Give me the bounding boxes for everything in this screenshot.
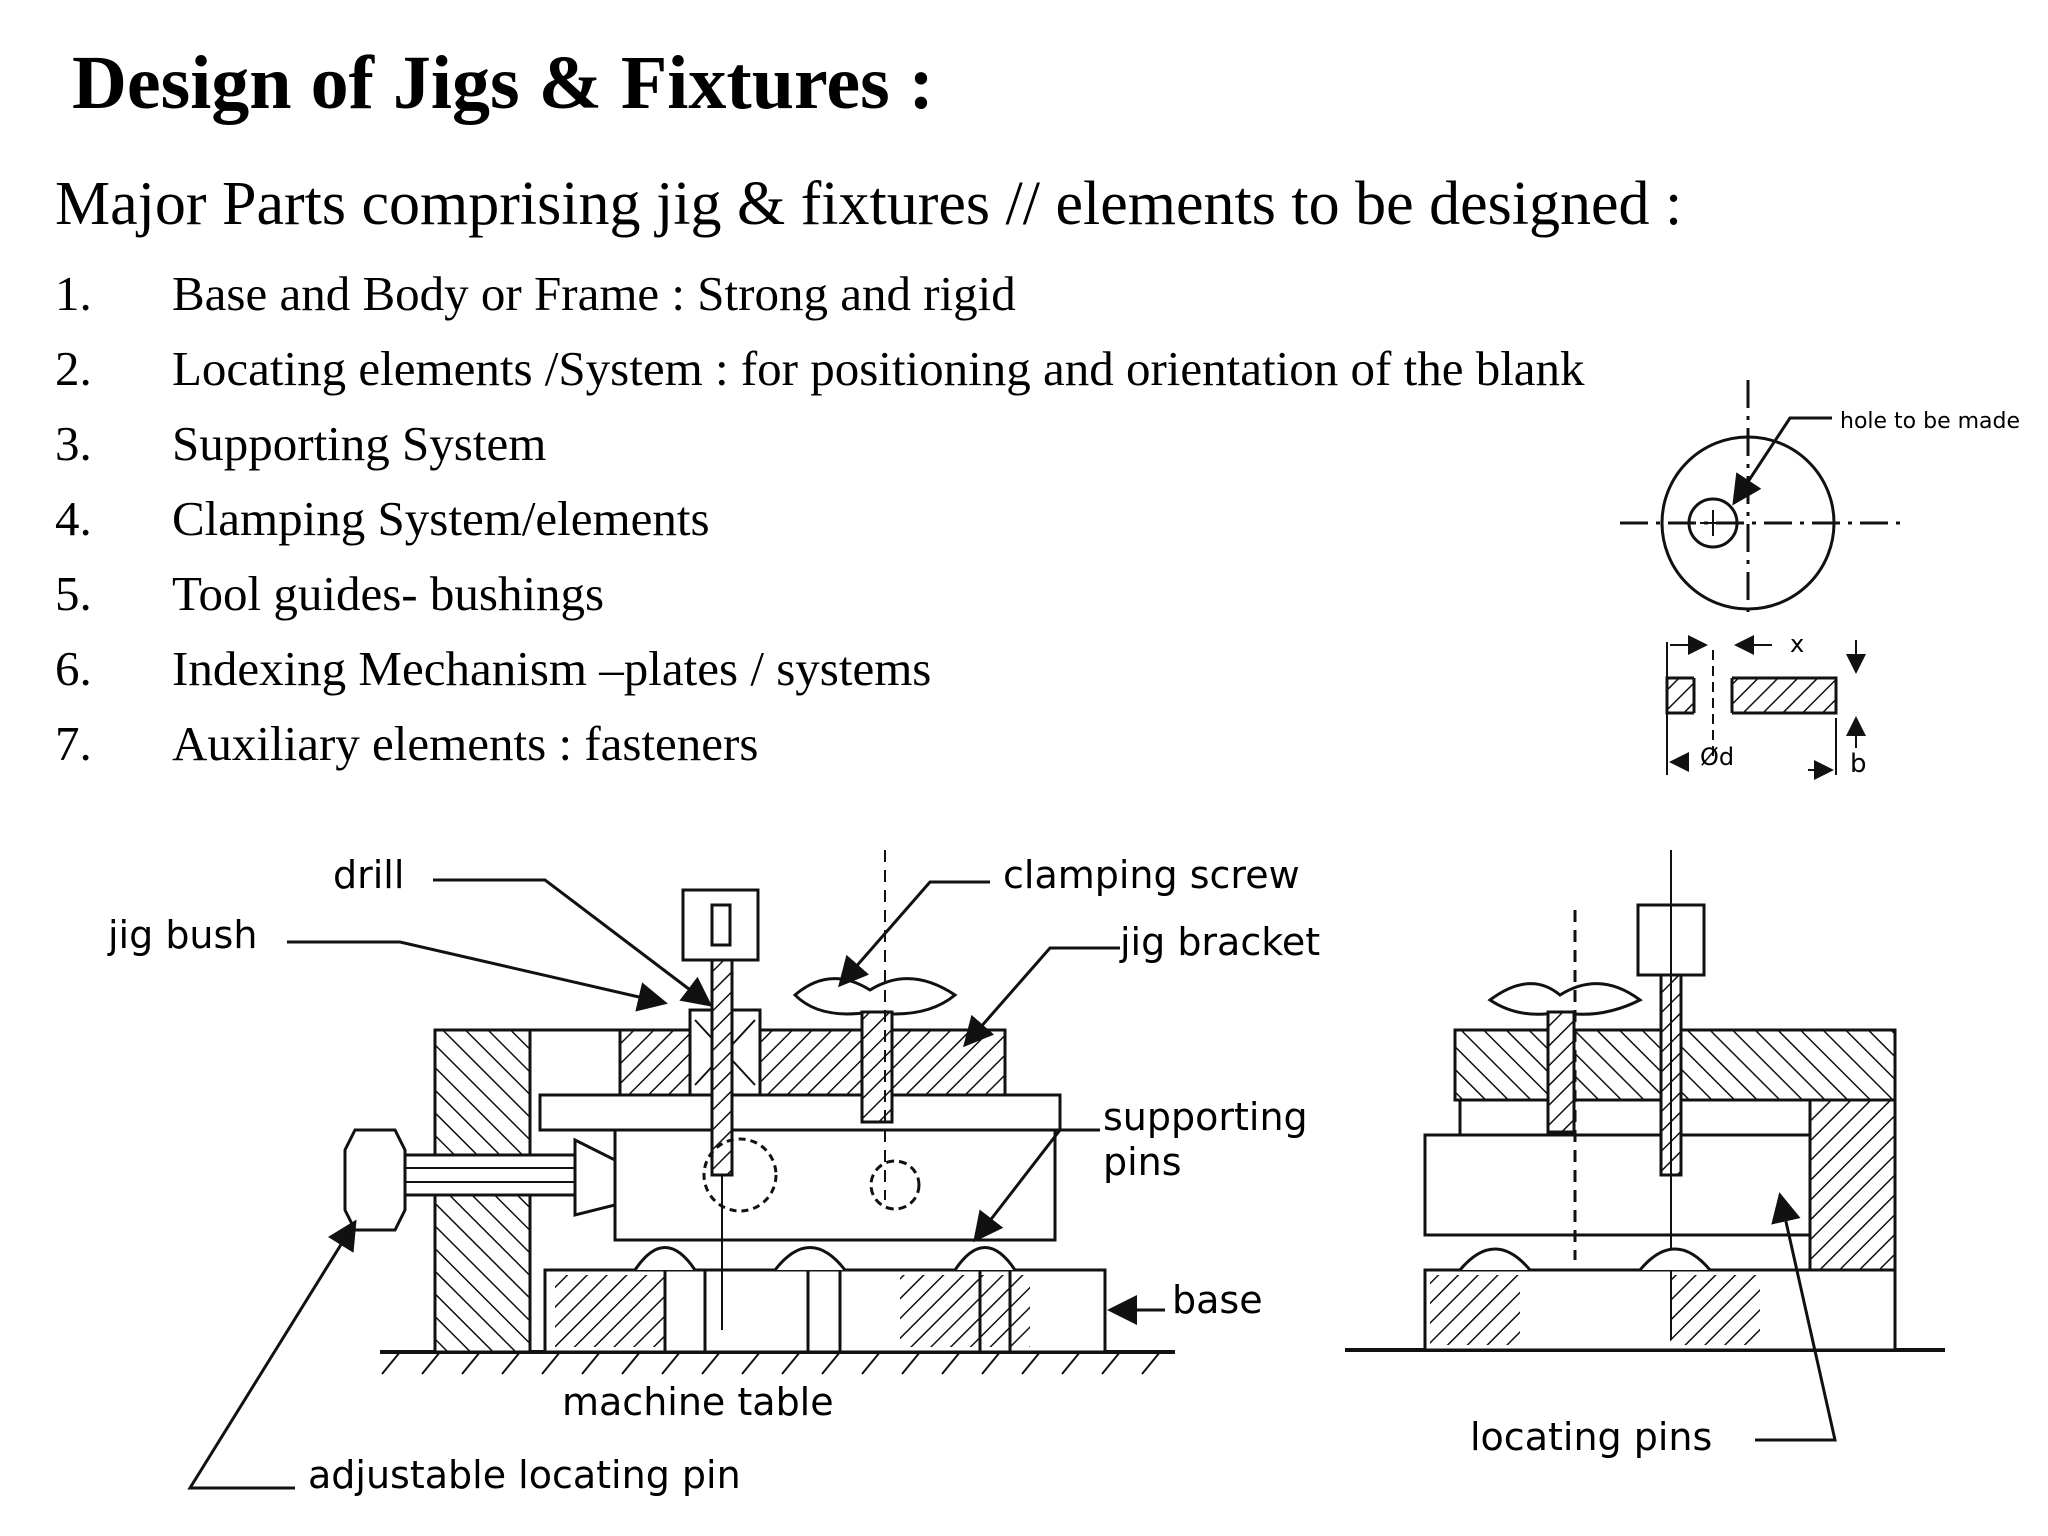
supporting-pin bbox=[953, 1246, 1017, 1271]
workpiece-outline bbox=[1660, 435, 1836, 611]
item-text: Supporting System bbox=[172, 416, 547, 471]
hole-leader bbox=[1732, 416, 1832, 506]
jig-bush-label: jig bush bbox=[107, 913, 257, 957]
list-item: 4. Clamping System/elements bbox=[55, 489, 1585, 564]
supporting-pin bbox=[773, 1246, 847, 1271]
hole-outline bbox=[1687, 497, 1739, 549]
jig-bracket-lower bbox=[538, 1093, 1062, 1132]
locating-pins-label: locating pins bbox=[1470, 1415, 1712, 1459]
adjustable-pin-shank bbox=[403, 1153, 577, 1197]
end-view-leaders bbox=[1755, 1192, 1837, 1442]
item-number: 6. bbox=[55, 641, 92, 696]
item-text: Clamping System/elements bbox=[172, 491, 710, 546]
dimension-x-label: x bbox=[1790, 630, 1804, 658]
supporting-pins-label-line2: pins bbox=[1103, 1140, 1182, 1184]
clamping-screw-label: clamping screw bbox=[1003, 853, 1300, 897]
list-item: 2. Locating elements /System : for positi… bbox=[55, 339, 1585, 414]
supporting-pin bbox=[633, 1246, 697, 1271]
table-hatch bbox=[381, 1351, 1161, 1375]
clamping-screw-shank bbox=[860, 1010, 894, 1124]
section-body bbox=[1665, 676, 1838, 715]
item-number: 1. bbox=[55, 266, 92, 321]
base-label: base bbox=[1172, 1278, 1263, 1322]
dimension-b-label: b bbox=[1850, 749, 1867, 779]
jig-front-view bbox=[343, 850, 1175, 1375]
end-view-side-block bbox=[1808, 1098, 1897, 1272]
adjustable-locating-pin-label: adjustable locating pin bbox=[308, 1453, 741, 1497]
end-view-clamp-wing bbox=[1487, 982, 1643, 1016]
drill-hole bbox=[702, 1137, 778, 1213]
end-view-workpiece bbox=[1423, 1133, 1857, 1237]
list-item: 1. Base and Body or Frame : Strong and ri… bbox=[55, 264, 1585, 339]
item-text: Indexing Mechanism –plates / systems bbox=[172, 641, 932, 696]
jig-bracket-label: jig bracket bbox=[1119, 920, 1320, 964]
item-number: 2. bbox=[55, 341, 92, 396]
list-item: 7. Auxiliary elements : fasteners bbox=[55, 714, 1585, 789]
adjustable-pin-head bbox=[343, 1128, 407, 1232]
supporting-pins-label-line1: supporting bbox=[1103, 1095, 1308, 1139]
item-number: 3. bbox=[55, 416, 92, 471]
list-item: 6. Indexing Mechanism –plates / systems bbox=[55, 639, 1585, 714]
workpiece-drawing bbox=[1620, 380, 1900, 780]
item-text: Locating elements /System : for position… bbox=[172, 341, 1585, 396]
item-text: Tool guides- bushings bbox=[172, 566, 605, 621]
machine-table-label: machine table bbox=[562, 1380, 834, 1424]
item-number: 5. bbox=[55, 566, 92, 621]
item-number: 4. bbox=[55, 491, 92, 546]
jig-leaders bbox=[187, 878, 1165, 1490]
drill-bit bbox=[710, 958, 734, 1177]
list-item: 3. Supporting System bbox=[55, 414, 1585, 489]
item-number: 7. bbox=[55, 716, 92, 771]
hole-label: hole to be made bbox=[1840, 409, 2020, 434]
hidden-hole bbox=[869, 1159, 921, 1211]
end-view-clamp-shank bbox=[1546, 1010, 1576, 1134]
clamping-screw-wing bbox=[792, 977, 958, 1016]
parts-list: 1. Base and Body or Frame : Strong and ri… bbox=[55, 264, 1585, 789]
slide-title: Design of Jigs & Fixtures : bbox=[72, 41, 934, 125]
jig-bracket-body bbox=[618, 1028, 1007, 1097]
jig-end-view bbox=[1345, 850, 1945, 1352]
slide-subtitle: Major Parts comprising jig & fixtures //… bbox=[55, 170, 1683, 238]
item-text: Auxiliary elements : fasteners bbox=[172, 716, 759, 771]
item-text: Base and Body or Frame : Strong and rigi… bbox=[172, 266, 1016, 321]
drill-label: drill bbox=[333, 853, 404, 897]
dimension-d-label: Ød bbox=[1700, 743, 1734, 771]
list-item: 5. Tool guides- bushings bbox=[55, 564, 1585, 639]
